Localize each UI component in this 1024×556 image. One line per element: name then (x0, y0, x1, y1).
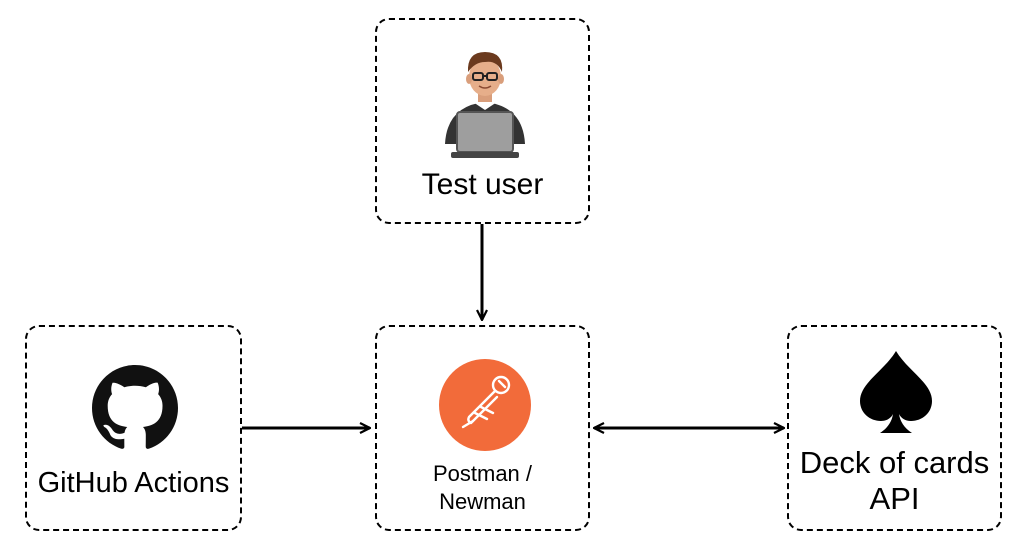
spade-icon (860, 351, 932, 433)
postman-label-line2: Newman (439, 489, 526, 514)
postman-newman-node: Postman / Newman (375, 325, 590, 531)
postman-label-line1: Postman / (432, 461, 533, 486)
test-user-node: Test user (375, 18, 590, 224)
deck-label-line2: API (869, 481, 920, 516)
github-octocat-icon (92, 365, 178, 449)
postman-logo-icon (439, 359, 531, 451)
github-actions-node: GitHub Actions (25, 325, 242, 531)
github-actions-label: GitHub Actions (37, 467, 230, 499)
test-user-label: Test user (421, 168, 544, 201)
developer-at-laptop-icon (445, 52, 525, 158)
deck-label-line1: Deck of cards (799, 445, 990, 480)
deck-of-cards-api-node: Deck of cards API (787, 325, 1002, 531)
